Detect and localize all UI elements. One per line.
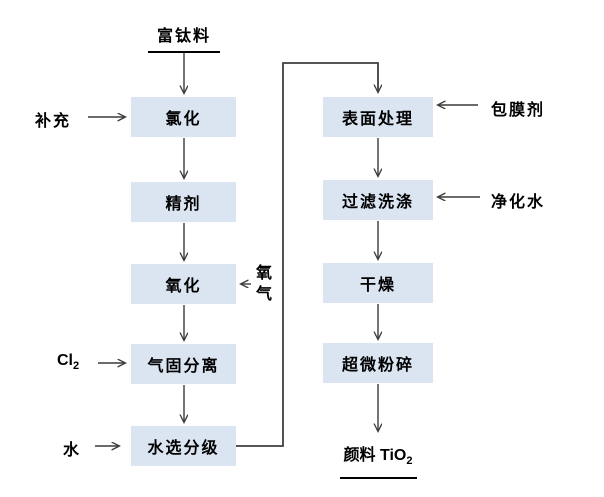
input-label-water: 水 (63, 442, 82, 459)
product-text: 颜料 TiO (343, 447, 407, 464)
chlorine-subscript: 2 (73, 360, 80, 373)
process-box-micronizing: 超微粉碎 (323, 343, 433, 383)
process-box-surface-treatment: 表面处理 (323, 97, 433, 137)
product-underline (340, 477, 417, 479)
process-box-filter-washing: 过滤洗涤 (323, 180, 433, 220)
process-box-chlorination: 氯化 (131, 97, 236, 137)
input-label-coating-agent: 包膜剂 (491, 102, 546, 119)
process-box-drying: 干燥 (323, 263, 433, 303)
process-box-water-classification: 水选分级 (131, 426, 236, 466)
oxygen-char-2: 气 (255, 286, 272, 303)
oxygen-char-1: 氧 (255, 265, 272, 282)
input-label-purified-water: 净化水 (491, 194, 546, 211)
chlorine-symbol: Cl (57, 352, 73, 369)
product-label: 颜料 TiO2 (326, 441, 430, 467)
input-label-supplement: 补充 (35, 113, 72, 130)
input-label-chlorine: Cl2 (57, 352, 79, 372)
process-box-refining: 精剂 (131, 182, 236, 222)
process-box-oxidation: 氧化 (131, 264, 236, 304)
product-subscript: 2 (406, 455, 413, 468)
source-material-label: 富钛料 (148, 22, 220, 53)
process-box-gas-solid-separation: 气固分离 (131, 344, 236, 384)
input-label-oxygen: 氧 气 (252, 263, 276, 305)
